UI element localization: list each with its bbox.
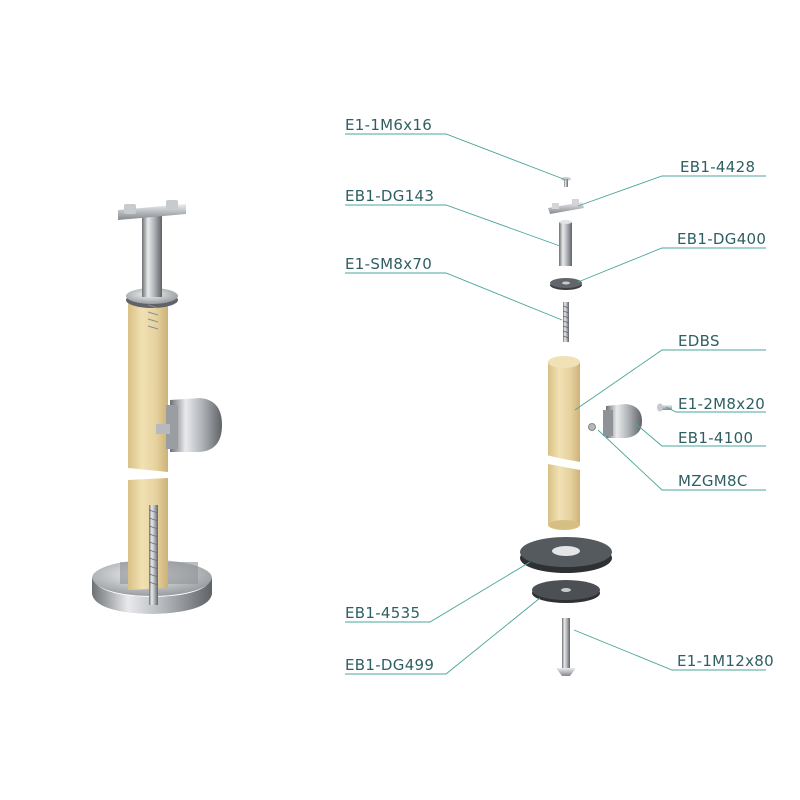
label-e1-2m8x20: E1-2M8x20 — [678, 395, 765, 413]
part-tube — [559, 220, 572, 266]
part-labels: E1-1M6x16 EB1-4428 EB1-DG143 EB1-DG400 E… — [345, 116, 774, 674]
label-eb1-4100: EB1-4100 — [678, 429, 753, 447]
label-eb1-dg499: EB1-DG499 — [345, 656, 434, 674]
label-eb1-4428: EB1-4428 — [680, 158, 755, 176]
part-disc-small — [550, 278, 582, 290]
exploded-parts — [520, 177, 672, 676]
label-edbs: EDBS — [678, 332, 720, 350]
part-base-disc — [520, 537, 612, 573]
label-e1-sm8x70: E1-SM8x70 — [345, 255, 432, 273]
part-saddle-plate — [548, 199, 584, 214]
label-eb1-dg400: EB1-DG400 — [677, 230, 766, 248]
leader-lines — [345, 133, 766, 675]
part-set-screw — [588, 423, 596, 431]
label-eb1-dg143: EB1-DG143 — [345, 187, 434, 205]
assembled-threaded-rod — [148, 505, 159, 605]
assembled-glass-clamp — [156, 398, 222, 452]
part-base-plate-small — [532, 580, 600, 603]
part-bolt-m12x80 — [556, 618, 576, 676]
label-e1-1m6x16: E1-1M6x16 — [345, 116, 432, 134]
label-mzgm8c: MZGM8C — [678, 472, 748, 490]
part-bolt-m8x20 — [657, 403, 672, 412]
part-hanger-screw — [562, 302, 570, 342]
assembled-post — [92, 200, 222, 614]
assembled-wood-post — [125, 300, 171, 590]
part-wood-post — [545, 356, 583, 530]
part-glass-clamp — [603, 404, 642, 438]
part-screw-m6 — [561, 177, 571, 187]
label-e1-1m12x80: E1-1M12x80 — [677, 652, 774, 670]
assembled-handrail-saddle — [118, 200, 186, 220]
label-eb1-4535: EB1-4535 — [345, 604, 420, 622]
